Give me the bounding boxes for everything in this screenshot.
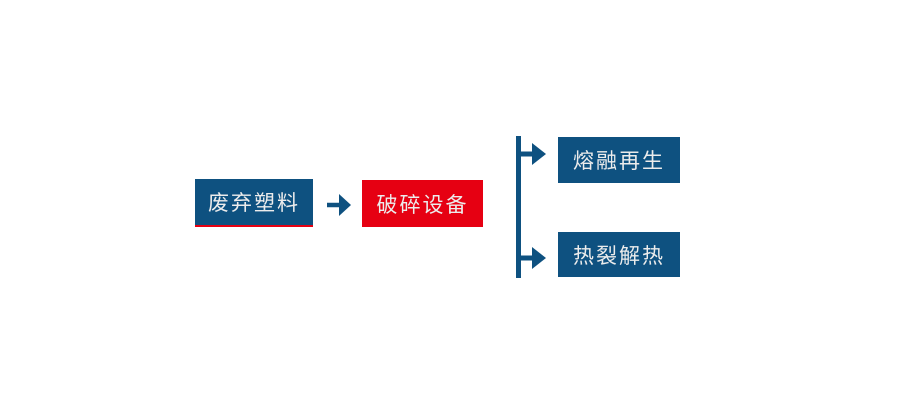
node-melt-regeneration-label: 熔融再生 [573, 150, 665, 173]
node-crushing-equipment-label: 破碎设备 [376, 193, 469, 217]
branch-arrow-top-icon [516, 143, 546, 165]
node-crushing-equipment: 破碎设备 [362, 180, 483, 227]
node-waste-plastic-label: 废弃塑料 [208, 192, 300, 215]
arrow-right-icon [327, 194, 351, 216]
node-waste-plastic: 废弃塑料 [195, 179, 313, 227]
node-melt-regeneration: 熔融再生 [558, 137, 680, 183]
branch-connector-line [516, 136, 521, 278]
node-pyrolysis-heat: 热裂解热 [558, 232, 680, 277]
node-pyrolysis-heat-label: 热裂解热 [573, 244, 665, 268]
branch-arrow-bottom-icon [516, 247, 546, 269]
